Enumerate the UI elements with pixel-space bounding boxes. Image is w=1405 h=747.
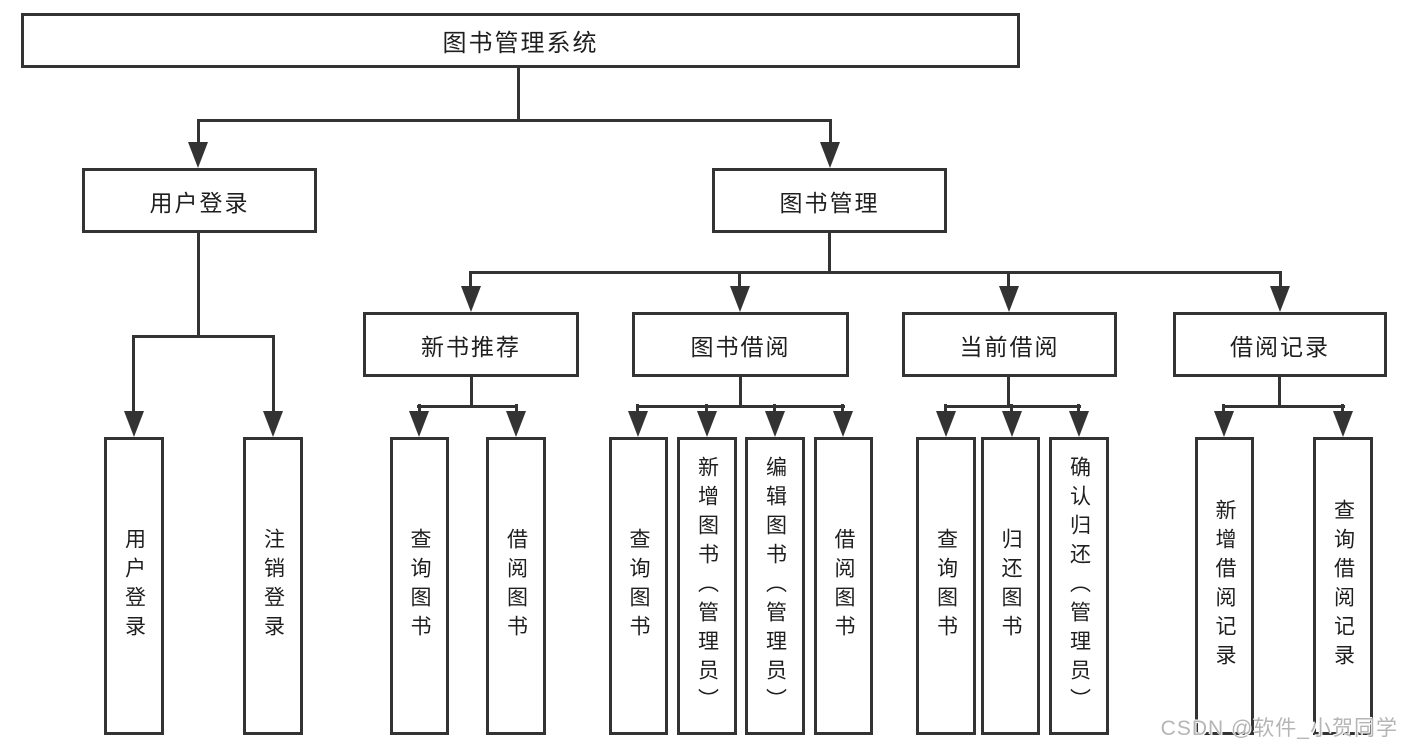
connector-user-login-stub <box>197 119 200 147</box>
connector-book-borrowing-drop <box>739 376 742 407</box>
node-book-borrowing-label: 图书借阅 <box>690 333 791 360</box>
connector-level2-bus <box>197 119 832 122</box>
leaf-bb-edit-books-admin-label: 编辑图书（管理员） <box>763 455 787 717</box>
connector-leaf-stub <box>132 335 135 417</box>
leaf-logout-label: 注销登录 <box>261 528 285 644</box>
node-borrowing-records-label: 借阅记录 <box>1230 333 1330 360</box>
connector-leaf-stub <box>1077 404 1080 414</box>
arrowhead-down-icon <box>1002 411 1022 437</box>
node-new-book-recommend: 新书推荐 <box>363 312 579 377</box>
node-current-borrowing-label: 当前借阅 <box>959 333 1060 360</box>
connector-leaf-stub <box>944 404 947 414</box>
connector-leaf-stub <box>1222 404 1225 414</box>
arrowhead-down-icon <box>833 411 853 437</box>
connector-leaf-stub <box>1341 404 1344 414</box>
connector-root-drop <box>517 68 520 121</box>
connector-book-management-stub <box>829 119 832 147</box>
arrowhead-down-icon <box>936 411 956 437</box>
node-user-login-label: 用户登录 <box>149 189 250 216</box>
connector-level3-stub <box>1279 271 1282 292</box>
connector-user-login-children-bus <box>132 335 275 338</box>
connector-borrowing-records-drop <box>1278 376 1281 407</box>
leaf-cb-return-books-label: 归还图书 <box>999 528 1022 644</box>
node-book-management-label: 图书管理 <box>779 189 880 216</box>
node-book-borrowing: 图书借阅 <box>632 312 849 377</box>
leaf-bb-add-books-admin: 新增图书（管理员） <box>677 437 737 735</box>
arrowhead-down-icon <box>461 286 481 312</box>
leaf-nb-borrow-books: 借阅图书 <box>486 437 546 735</box>
connector-book-management-drop <box>828 233 831 274</box>
leaf-nb-query-books-label: 查询图书 <box>408 528 431 644</box>
leaf-user-login: 用户登录 <box>104 437 164 735</box>
arrowhead-down-icon <box>506 411 526 437</box>
leaf-br-add-record: 新增借阅记录 <box>1195 437 1254 735</box>
csdn-watermark: CSDN @软件_小贺同学 <box>1160 717 1398 740</box>
connector-book-borrowing-children-bus <box>636 405 845 408</box>
arrowhead-down-icon <box>1214 411 1234 437</box>
connector-level3-stub <box>738 271 741 292</box>
connector-user-login-drop <box>197 232 200 337</box>
arrowhead-down-icon <box>188 142 208 168</box>
arrowhead-down-icon <box>1069 411 1089 437</box>
leaf-cb-confirm-return-admin-label: 确认归还（管理员） <box>1067 455 1091 717</box>
leaf-bb-query-books: 查询图书 <box>609 437 668 735</box>
leaf-bb-edit-books-admin: 编辑图书（管理员） <box>745 437 805 735</box>
arrowhead-down-icon <box>730 286 750 312</box>
connector-leaf-stub <box>773 404 776 414</box>
leaf-bb-query-books-label: 查询图书 <box>627 528 650 644</box>
connector-leaf-stub <box>418 404 421 414</box>
leaf-cb-query-books-label: 查询图书 <box>934 528 958 644</box>
arrowhead-down-icon <box>409 411 429 437</box>
node-book-management: 图书管理 <box>712 168 947 233</box>
node-root-label: 图书管理系统 <box>442 30 599 57</box>
connector-new-book-drop <box>470 376 473 407</box>
leaf-bb-borrow-books-label: 借阅图书 <box>832 528 855 644</box>
connector-leaf-stub <box>1010 404 1013 414</box>
leaf-cb-query-books: 查询图书 <box>916 437 976 735</box>
leaf-bb-borrow-books: 借阅图书 <box>814 437 873 735</box>
node-current-borrowing: 当前借阅 <box>902 312 1117 377</box>
arrowhead-down-icon <box>1333 411 1353 437</box>
connector-level3-stub <box>1007 271 1010 292</box>
connector-borrowing-records-children-bus <box>1222 405 1345 408</box>
connector-leaf-stub <box>272 335 275 417</box>
leaf-br-add-record-label: 新增借阅记录 <box>1213 499 1236 673</box>
leaf-br-query-record: 查询借阅记录 <box>1313 437 1373 735</box>
connector-new-book-children-bus <box>417 405 518 408</box>
connector-level3-bus <box>469 271 1282 274</box>
leaf-user-login-label: 用户登录 <box>122 528 146 644</box>
arrowhead-down-icon <box>628 411 648 437</box>
node-user-login: 用户登录 <box>82 168 317 233</box>
connector-leaf-stub <box>841 404 844 414</box>
arrowhead-down-icon <box>124 411 144 437</box>
leaf-nb-query-books: 查询图书 <box>390 437 449 735</box>
connector-level3-stub <box>469 271 472 292</box>
connector-current-borrowing-drop <box>1007 376 1010 407</box>
arrowhead-down-icon <box>765 411 785 437</box>
connector-leaf-stub <box>705 404 708 414</box>
arrowhead-down-icon <box>1270 286 1290 312</box>
leaf-cb-confirm-return-admin: 确认归还（管理员） <box>1049 437 1109 735</box>
leaf-logout: 注销登录 <box>243 437 303 735</box>
arrowhead-down-icon <box>820 142 840 168</box>
node-borrowing-records: 借阅记录 <box>1173 312 1387 377</box>
node-root: 图书管理系统 <box>21 13 1020 68</box>
leaf-br-query-record-label: 查询借阅记录 <box>1331 499 1355 673</box>
arrowhead-down-icon <box>697 411 717 437</box>
leaf-cb-return-books: 归还图书 <box>981 437 1040 735</box>
connector-leaf-stub <box>515 404 518 414</box>
connector-leaf-stub <box>636 404 639 414</box>
arrowhead-down-icon <box>263 411 283 437</box>
arrowhead-down-icon <box>999 286 1019 312</box>
leaf-nb-borrow-books-label: 借阅图书 <box>504 528 528 644</box>
node-new-book-recommend-label: 新书推荐 <box>421 333 521 360</box>
leaf-bb-add-books-admin-label: 新增图书（管理员） <box>695 455 719 717</box>
